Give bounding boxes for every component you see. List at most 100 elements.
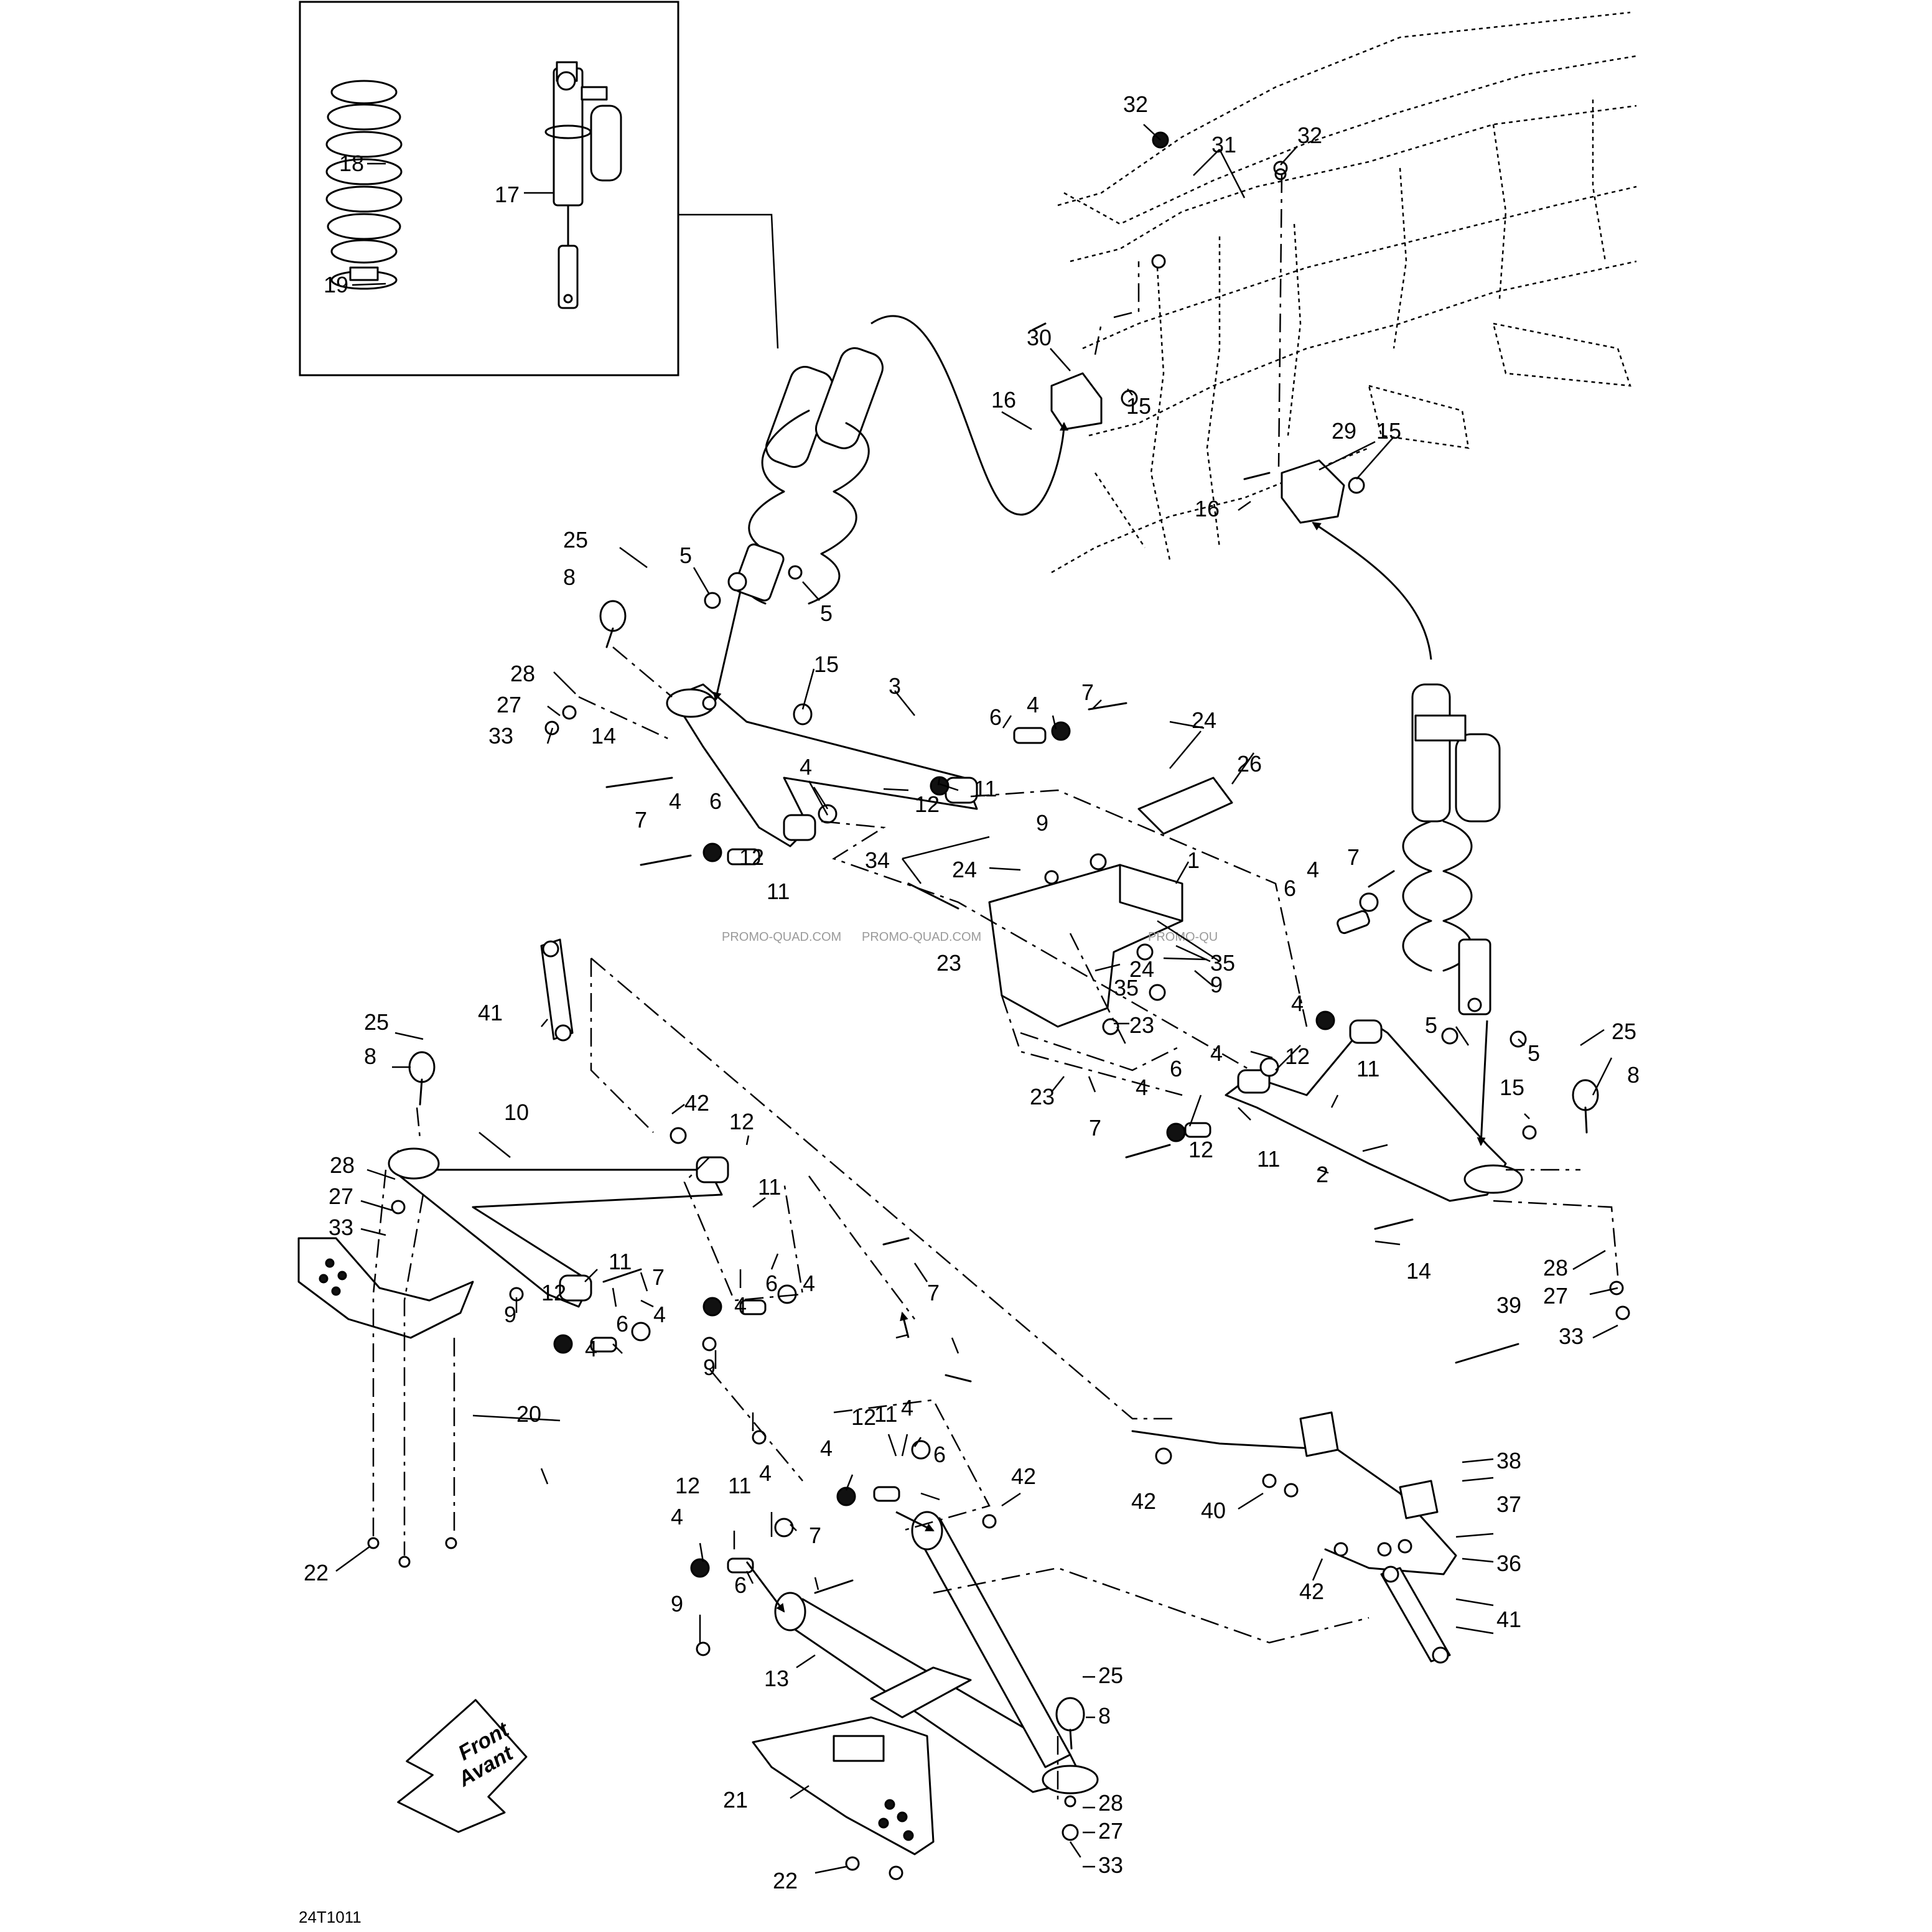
callout-9-e: 9: [671, 1591, 683, 1617]
skid-plate-right: [752, 1716, 935, 1855]
callout-23-b: 23: [1129, 1012, 1154, 1038]
callout-11-h: 11: [728, 1473, 751, 1498]
callout-9-d: 9: [703, 1355, 716, 1380]
watermark-text-1: PROMO-QUAD.COM: [722, 930, 841, 944]
leader-lines: [335, 124, 1618, 1874]
right-shock-absorber: [1402, 683, 1501, 1015]
callout-15-c: 15: [814, 651, 839, 677]
callout-16-b: 16: [1195, 496, 1220, 521]
callout-4-g: 4: [1136, 1075, 1148, 1100]
callout-7-c: 7: [1347, 844, 1360, 870]
drawing-code: 24T1011: [299, 1908, 362, 1926]
callout-7-b: 7: [635, 807, 647, 833]
callout-11-a: 11: [974, 776, 997, 801]
callout-4-k: 4: [734, 1292, 747, 1318]
callout-27-d: 27: [1098, 1818, 1123, 1844]
callout-6-a: 6: [989, 704, 1002, 730]
callout-38: 38: [1496, 1448, 1521, 1473]
callout-12-h: 12: [675, 1473, 700, 1498]
callout-33-d: 33: [1098, 1852, 1123, 1878]
upper-a-arm-left: [666, 683, 978, 847]
callout-12-f: 12: [541, 1280, 566, 1305]
callout-9-b: 9: [1210, 972, 1223, 997]
callout-25-b: 25: [1612, 1019, 1636, 1044]
callout-6-c: 6: [1284, 875, 1296, 901]
callout-8-b: 8: [1627, 1062, 1640, 1088]
callout-12-a: 12: [915, 791, 940, 817]
callout-23-a: 23: [936, 950, 961, 976]
callout-6-e: 6: [616, 1311, 628, 1337]
callout-12-b: 12: [739, 844, 764, 870]
callout-42-c: 42: [1131, 1488, 1156, 1514]
shock-absorber-drawing: [544, 61, 622, 309]
callout-24-c: 24: [1129, 956, 1154, 982]
callout-4-c: 4: [669, 788, 681, 814]
callout-21: 21: [723, 1787, 748, 1813]
callout-12-e: 12: [729, 1109, 754, 1134]
spring-drawing: [325, 80, 403, 264]
callout-35-a: 35: [1210, 950, 1235, 976]
vehicle-frame-outline: [1051, 11, 1637, 574]
callout-4-b: 4: [800, 754, 812, 780]
callout-33-a: 33: [488, 723, 513, 749]
callout-4-a: 4: [1027, 692, 1039, 717]
callout-6-g: 6: [933, 1442, 946, 1467]
callout-1: 1: [1187, 847, 1200, 873]
assembly-lines: [372, 174, 1619, 1861]
stabilizer-bar: [1131, 1411, 1457, 1575]
callout-28-c: 28: [330, 1152, 355, 1178]
callout-24-b: 24: [952, 857, 977, 882]
frame-bracket-upper: [1050, 372, 1103, 431]
callout-19: 19: [324, 272, 348, 297]
callout-6-d: 6: [1170, 1056, 1182, 1081]
callout-42-a: 42: [684, 1090, 709, 1116]
callout-5-c: 5: [1425, 1012, 1437, 1038]
watermark-text-2: PROMO-QUAD.COM: [862, 930, 981, 944]
lower-a-arm-right: [1225, 1019, 1523, 1202]
callout-11-g: 11: [874, 1401, 897, 1427]
callout-14-b: 14: [1406, 1258, 1431, 1284]
callout-42-d: 42: [1299, 1579, 1324, 1604]
callout-42-b: 42: [1011, 1463, 1036, 1489]
callout-23-c: 23: [1030, 1084, 1055, 1109]
callout-28-a: 28: [510, 661, 535, 686]
callout-28-d: 28: [1098, 1790, 1123, 1816]
callout-2: 2: [1316, 1162, 1328, 1187]
stabilizer-link-lower: [1380, 1566, 1451, 1664]
callout-5-d: 5: [1528, 1040, 1540, 1066]
callout-22-b: 22: [773, 1868, 798, 1893]
watermark: PROMO-QUAD.COM PROMO-QUAD.COM PROMO-QU: [722, 930, 1218, 944]
callout-15-d: 15: [1500, 1075, 1524, 1100]
callout-4-d: 4: [1307, 857, 1319, 882]
callout-12-g: 12: [851, 1404, 876, 1430]
connector-arrows: [678, 213, 1488, 1613]
callout-28-b: 28: [1543, 1255, 1568, 1281]
callout-4-n: 4: [759, 1460, 772, 1486]
callout-35-b: 35: [1114, 975, 1139, 1001]
callout-33-b: 33: [1559, 1323, 1584, 1349]
callout-13: 13: [764, 1666, 789, 1691]
callout-20: 20: [516, 1401, 541, 1427]
upper-a-arm-right: [774, 1511, 1099, 1794]
callout-41-b: 41: [1496, 1607, 1521, 1632]
callout-4-i: 4: [585, 1336, 597, 1361]
stabilizer-link-upper: [540, 938, 574, 1042]
callout-12-d: 12: [1188, 1137, 1213, 1162]
callout-labels: 18 17 19 32 31 32 30 15 16 29 15 16 25 8…: [304, 91, 1640, 1893]
callout-4-e: 4: [1291, 991, 1304, 1016]
callout-26: 26: [1237, 751, 1262, 777]
callout-8-c: 8: [364, 1043, 376, 1069]
lower-a-arm-left: [388, 1147, 729, 1308]
callout-7-d: 7: [1089, 1115, 1101, 1141]
callout-27-c: 27: [329, 1183, 353, 1209]
callout-25-c: 25: [364, 1009, 389, 1035]
callout-6-b: 6: [709, 788, 722, 814]
callout-7-a: 7: [1081, 679, 1094, 705]
callout-4-m: 4: [820, 1435, 833, 1461]
callout-7-g: 7: [809, 1523, 821, 1548]
callout-11-b: 11: [767, 879, 790, 904]
callout-7-e: 7: [652, 1264, 665, 1290]
callout-11-f: 11: [609, 1249, 632, 1274]
callout-4-j: 4: [803, 1271, 815, 1296]
callout-32-a: 32: [1123, 91, 1148, 117]
